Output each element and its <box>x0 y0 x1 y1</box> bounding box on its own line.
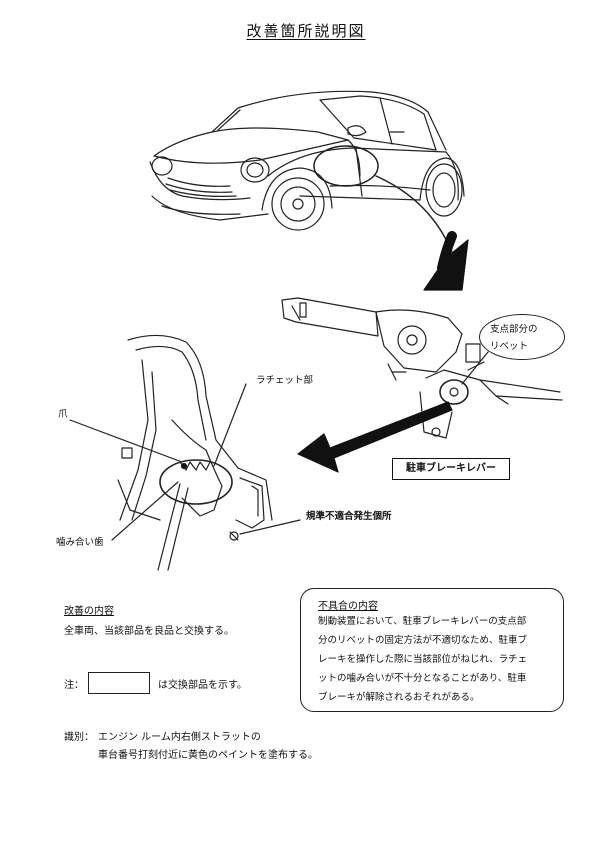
defect-line: 分のリベットの固定方法が不適切なため、駐車ブ <box>318 635 528 646</box>
defect-line: 制動装置において、駐車ブレーキレバーの支点部 <box>318 616 527 627</box>
ratchet-label: ラチェット部 <box>256 375 314 386</box>
callout-line-1: 支点部分の <box>490 324 538 335</box>
pawl-label: 爪 <box>58 409 68 420</box>
legend-box <box>88 672 150 694</box>
defect-heading: 不具合の内容 <box>318 601 378 612</box>
pivot-rivet-callout: 支点部分の リベット <box>479 314 565 360</box>
car-drawing <box>149 90 465 253</box>
identification-label: 識別： <box>64 732 94 743</box>
defect-box <box>300 588 564 712</box>
legend-text: は交換部品を示す。 <box>158 680 247 691</box>
brake-lever-drawing <box>281 297 563 439</box>
meshing-teeth-label: 噛み合い歯 <box>56 537 104 548</box>
identification-line-1: エンジン ルーム内右側ストラットの <box>98 732 261 743</box>
callout-line-2: リベット <box>490 341 529 352</box>
nonconformity-location-label: 規準不適合発生個所 <box>306 511 392 522</box>
defect-line: ブレーキが解除されるおそれがある。 <box>318 692 480 703</box>
defect-line: ットの噛み合いが不十分となることがあり、駐車 <box>318 673 527 684</box>
parking-brake-lever-label: 駐車ブレーキレバー <box>392 458 510 480</box>
page-title: 改善箇所説明図 <box>246 22 366 40</box>
identification-line-2: 車台番号打刻付近に黄色のペイントを塗布する。 <box>98 750 318 761</box>
defect-text: 制動装置において、駐車ブレーキレバーの支点部 分のリベットの固定方法が不適切なた… <box>318 612 527 707</box>
defect-line: レーキを操作した際に当該部位がねじれ、ラチェ <box>318 654 528 665</box>
legend-prefix: 注： <box>64 680 84 691</box>
improvement-text: 全車両、当該部品を良品と交換する。 <box>64 626 234 637</box>
improvement-heading: 改善の内容 <box>64 606 114 617</box>
ratchet-detail-drawing <box>69 334 301 571</box>
